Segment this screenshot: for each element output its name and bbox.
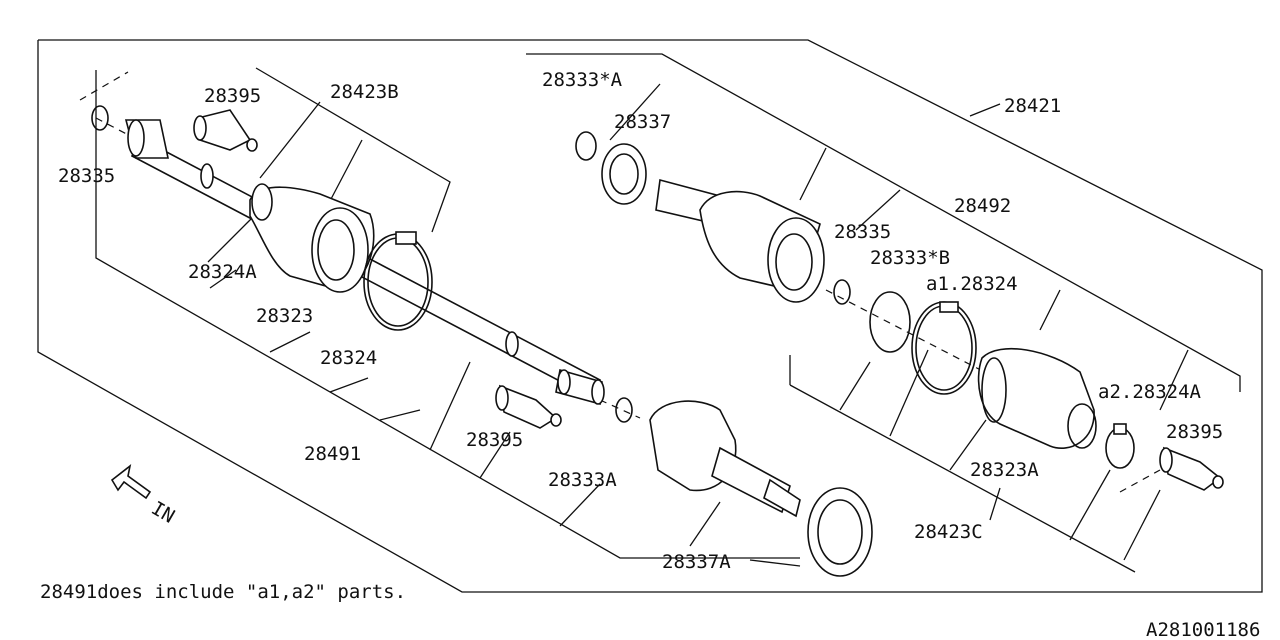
axis-mid: [599, 399, 641, 419]
label-28337A: 28337A: [662, 551, 731, 573]
label-28395-top: 28395: [204, 85, 261, 107]
grease-cap-28395-right: [1159, 446, 1224, 491]
assembly-frame-28491: [95, 70, 800, 559]
label-28395-right: 28395: [1166, 421, 1223, 443]
grease-cap-28395-mid: [495, 384, 562, 429]
label-28324A: 28324A: [188, 261, 257, 283]
label-28491: 28491: [304, 443, 361, 465]
leader-lines: [207, 83, 1189, 567]
seal-28337A: [807, 487, 873, 577]
label-a2-28324A: a2.28324A: [1098, 381, 1202, 403]
label-28421: 28421: [1004, 95, 1061, 117]
sub-frame-28421: [526, 53, 1241, 392]
axis-left: [79, 71, 129, 101]
sub-frame-28423B: [255, 67, 451, 233]
footnote: 28491does include "a1,a2" parts.: [40, 581, 406, 603]
boot-28323A: [977, 347, 1097, 450]
grease-cap-28395-top: [193, 109, 258, 152]
inner-cv-housing: [655, 178, 825, 303]
snap-ring-28335-left: [91, 105, 109, 131]
sub-frame-28492: [789, 384, 1136, 573]
label-28324: 28324: [320, 347, 377, 369]
band-28324: [363, 231, 433, 331]
direction-label: IN: [148, 497, 179, 527]
diagram-id: A281001186: [1146, 619, 1260, 640]
axis-right-2: [1119, 469, 1161, 493]
label-28492: 28492: [954, 195, 1011, 217]
label-28423C: 28423C: [914, 521, 983, 543]
label-28335-right: 28335: [834, 221, 891, 243]
label-28423B: 28423B: [330, 81, 399, 103]
band-a2-28324A: [1105, 423, 1135, 469]
label-28337: 28337: [614, 111, 671, 133]
label-28335-left: 28335: [58, 165, 115, 187]
band-a1-28324: [911, 301, 977, 395]
label-28323A: 28323A: [970, 459, 1039, 481]
label-28333A: 28333A: [548, 469, 617, 491]
snap-ring-28335-right: [833, 279, 851, 305]
label-28323: 28323: [256, 305, 313, 327]
snap-ring-28333-starA: [575, 131, 597, 161]
label-28333-starA: 28333*A: [542, 69, 623, 91]
boot-28323: [249, 183, 375, 293]
seal-28337: [601, 143, 647, 205]
outer-frame: [37, 39, 1263, 593]
direction-arrow-icon: [110, 464, 152, 500]
label-28395-mid: 28395: [466, 429, 523, 451]
label-28333-starB: 28333*B: [870, 247, 950, 269]
circlip-28333-starB: [869, 291, 911, 353]
label-a1-28324: a1.28324: [926, 273, 1018, 295]
outer-cv-joint: [615, 397, 801, 518]
